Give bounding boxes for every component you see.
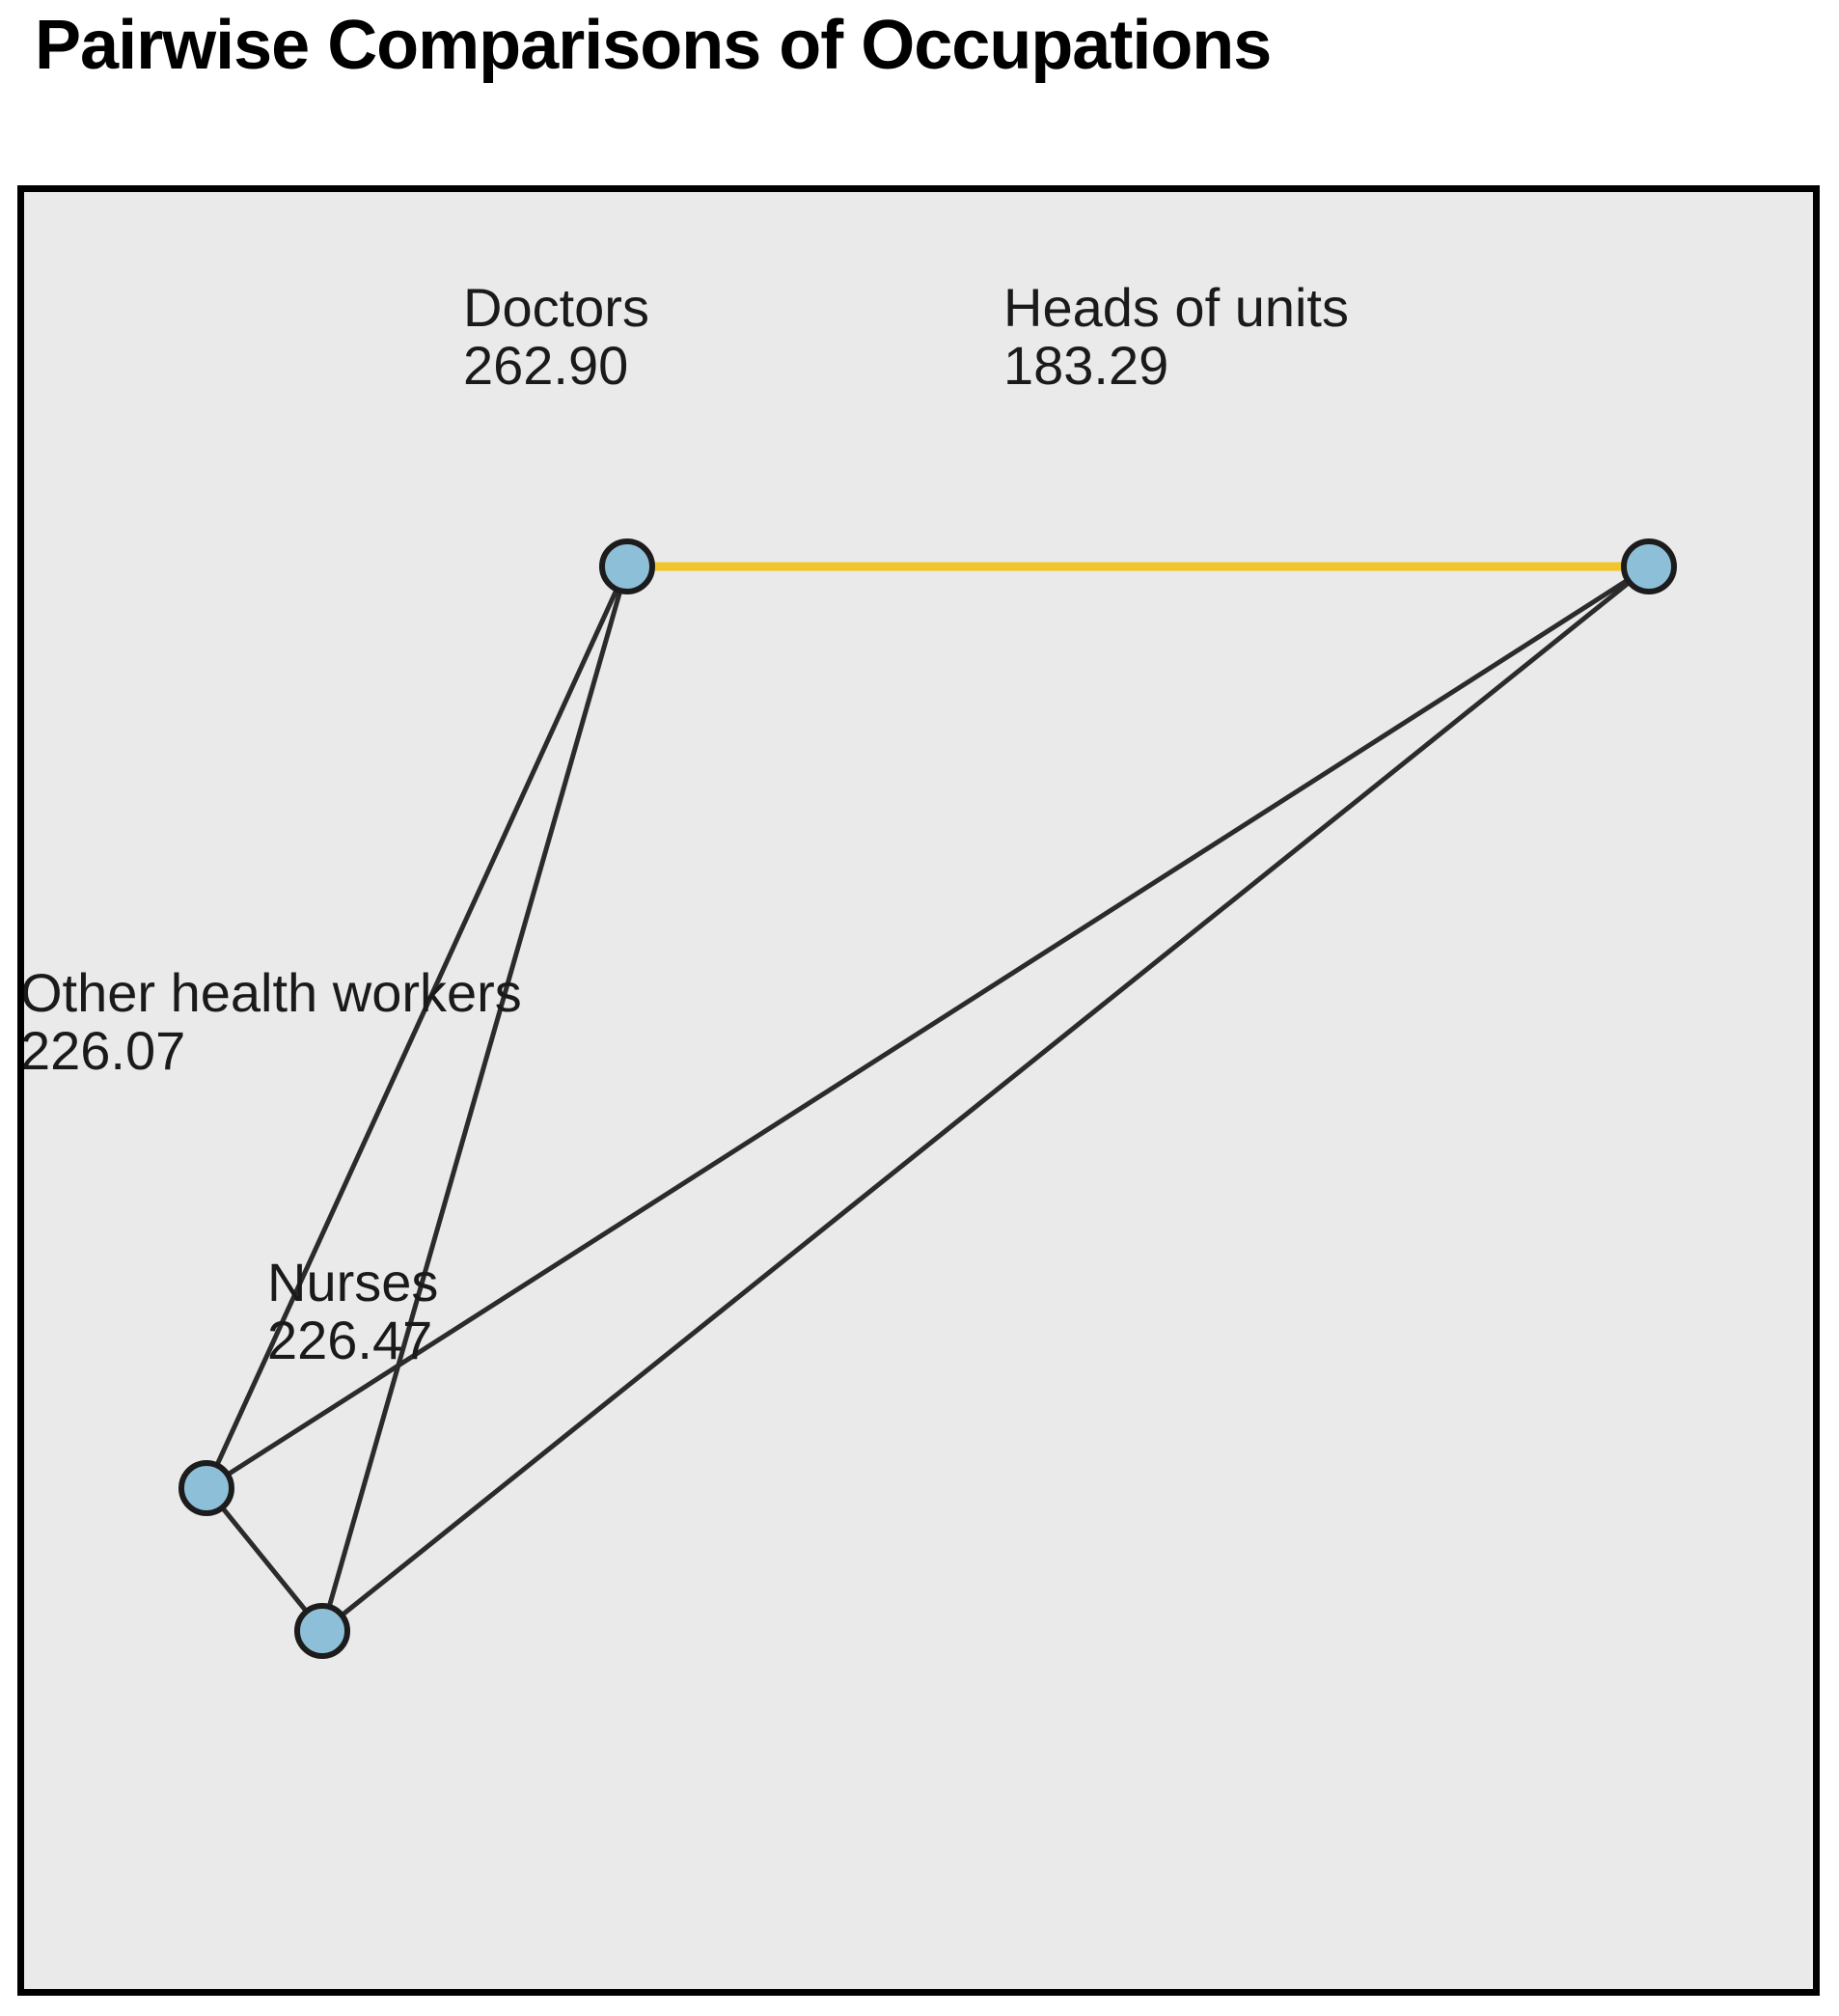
graph-edge-doctors-nurses (319, 566, 630, 1632)
node-label-heads-of-units: Heads of units 183.29 (1003, 279, 1349, 395)
graph-edge-other-nurses (205, 1486, 324, 1633)
graph-node-doctors[interactable] (599, 539, 655, 594)
node-label-doctors: Doctors 262.90 (463, 279, 649, 395)
graph-node-heads[interactable] (1621, 539, 1677, 594)
node-label-nurses-name: Nurses (267, 1252, 439, 1312)
node-label-heads-of-units-name: Heads of units (1003, 277, 1349, 338)
graph-edge-doctors-other (204, 565, 630, 1490)
graph-edge-heads-other (205, 564, 1651, 1491)
edges-layer (204, 562, 1651, 1633)
node-label-other-health-workers: Other health workers 226.07 (20, 962, 522, 1081)
node-label-other-health-workers-name: Other health workers (20, 962, 522, 1023)
network-graph-canvas (178, 539, 1677, 1659)
node-label-heads-of-units-value: 183.29 (1003, 334, 1169, 396)
chart-plot-area: Doctors 262.90 Heads of units 183.29 Oth… (17, 185, 1820, 1996)
node-label-doctors-value: 262.90 (463, 334, 629, 396)
graph-node-nurses[interactable] (294, 1603, 350, 1659)
nodes-layer (178, 539, 1677, 1659)
node-label-other-health-workers-value: 226.07 (20, 1019, 186, 1081)
node-label-nurses-value: 226.47 (267, 1309, 433, 1370)
graph-edge-heads-nurses (320, 565, 1651, 1633)
page-title: Pairwise Comparisons of Occupations (35, 7, 1272, 84)
node-label-doctors-name: Doctors (463, 277, 649, 338)
node-label-nurses: Nurses 226.47 (267, 1254, 438, 1369)
graph-node-other[interactable] (178, 1460, 234, 1516)
